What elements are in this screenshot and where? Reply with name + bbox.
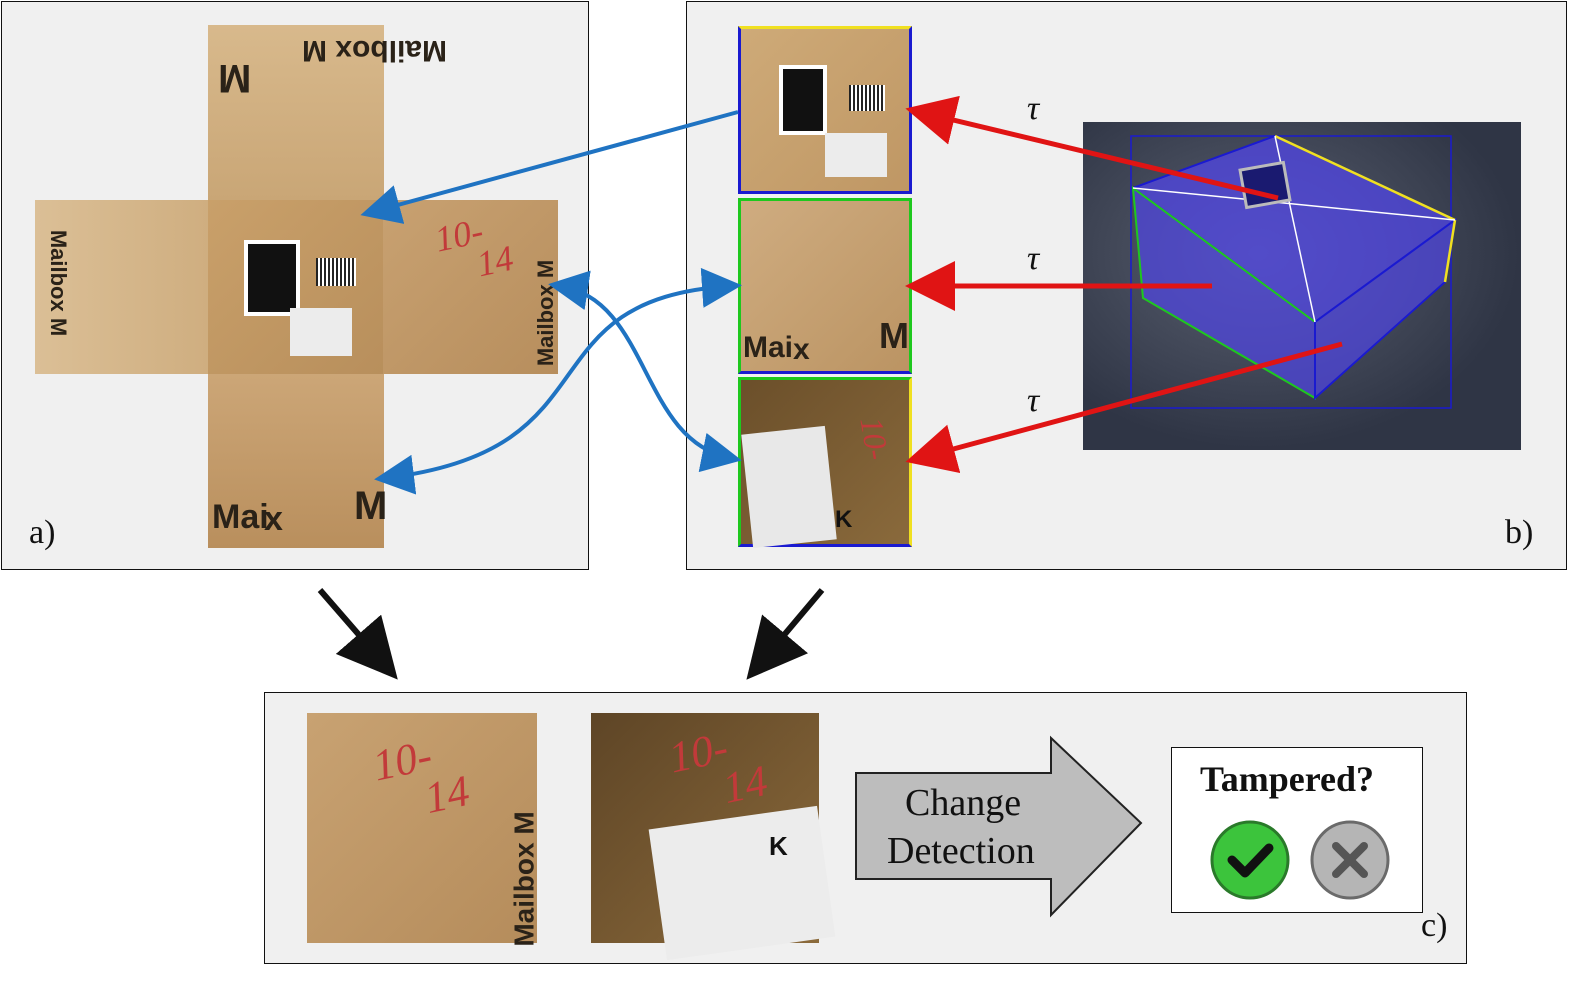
check-circle-icon [1210, 820, 1290, 900]
extracted-face-side: 10- K [738, 377, 912, 549]
box-face-center [208, 200, 384, 374]
tampered-result-box: Tampered? [1171, 747, 1423, 913]
red-arrow-bottom [905, 341, 1343, 474]
barcode-label [316, 258, 356, 286]
blue-arrow-right-face [548, 270, 742, 473]
black-arrow-from-a [317, 588, 398, 680]
relation-tau-top: τ [1027, 90, 1040, 127]
x-letter: x [264, 500, 283, 538]
barcode-label [849, 85, 885, 111]
black-arrow-from-b [746, 588, 825, 680]
mail-partial-text: Mai [743, 331, 794, 364]
relation-tau-middle: τ [1027, 240, 1040, 277]
shipping-label [290, 308, 352, 356]
red-arrow-top [905, 95, 1279, 201]
panel-c-change-detection: 10- 14 Mailbox M 10- 14 K Change Detecti… [264, 692, 1467, 964]
tampered-question-title: Tampered? [1200, 759, 1375, 799]
k-letter: K [835, 506, 853, 533]
change-detection-arrow [855, 735, 1143, 918]
relation-tau-bottom: τ [1027, 382, 1040, 419]
panel-label-a: a) [29, 514, 56, 551]
k-letter: K [769, 831, 788, 861]
box-face-bottom: Mai x M [208, 374, 387, 548]
box-face-left: Mailbox M [35, 200, 209, 374]
panel-b-face-extraction: Mai x M 10- K τ τ τ b) [686, 1, 1567, 570]
mail-partial-text: Mai [212, 498, 269, 536]
cross-circle-icon [1310, 820, 1390, 900]
blue-arrow-top-face [360, 110, 739, 224]
shipping-label [825, 133, 887, 177]
change-detection-label-line2: Detection [887, 830, 1035, 872]
box-face-top-flap: Mailbox M M [208, 25, 447, 201]
x-letter: x [793, 333, 810, 366]
current-face-image: 10- 14 K [591, 713, 836, 961]
panel-label-c: c) [1421, 907, 1448, 944]
extracted-face-top [738, 26, 912, 194]
aruco-marker [244, 240, 300, 316]
extracted-face-front: Mai x M [738, 198, 912, 374]
aruco-marker [779, 65, 827, 135]
reference-face-image: 10- 14 Mailbox M [307, 713, 540, 947]
panel-label-b: b) [1505, 514, 1534, 551]
blue-arrow-bottom-face [374, 267, 742, 495]
m-letter: M [879, 315, 909, 356]
change-detection-label-line1: Change [905, 782, 1022, 824]
